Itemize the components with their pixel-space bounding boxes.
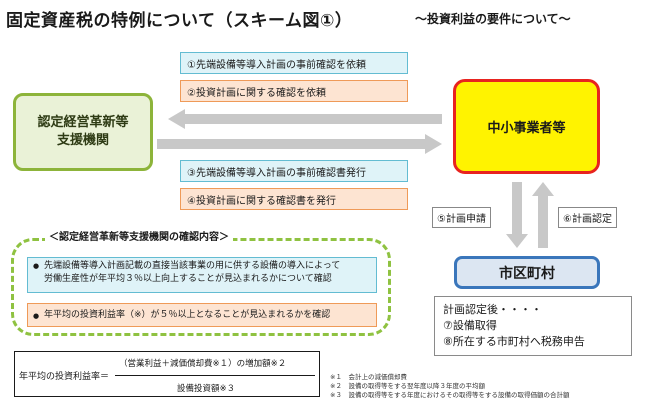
page-subtitle: ～投資利益の要件について～ bbox=[415, 12, 571, 26]
check-item-2-text: 年平均の投資利益率（※）が５％以上となることが見込まれるかを確認 bbox=[44, 309, 331, 320]
check-item-1-line-1: 先端設備等導入計画記載の直接当該事業の用に供する設備の導入によって bbox=[44, 261, 341, 271]
check-item-1-line-2: 労働生産性が年平均３％以上向上することが見込まれるかについて確認 bbox=[44, 274, 332, 284]
after-approval-line-1: 計画認定後・・・・ bbox=[443, 303, 542, 316]
check-item-productivity: 先端設備等導入計画記載の直接当該事業の用に供する設備の導入によって 労働生産性が… bbox=[27, 257, 377, 293]
step-3: ③先端設備等導入計画の事前確認書発行 bbox=[180, 160, 408, 182]
step-4: ④投資計画に関する確認書を発行 bbox=[180, 188, 408, 210]
after-approval-line-3: ⑧所在する市町村へ税務申告 bbox=[443, 335, 585, 348]
step-2: ②投資計画に関する確認を依頼 bbox=[180, 80, 408, 102]
arrow-left-upper bbox=[168, 109, 442, 129]
check-item-investment-return: 年平均の投資利益率（※）が５％以上となることが見込まれるかを確認 bbox=[27, 303, 377, 327]
formula-lhs: 年平均の投資利益率＝ bbox=[19, 372, 110, 382]
support-org-line-2: 支援機関 bbox=[56, 133, 109, 148]
formula-denominator: 設備投資額※３ bbox=[177, 384, 236, 394]
footnote-2: ※２ 設備の取得等をする翌年度以降３年度の平均額 bbox=[330, 382, 485, 390]
step-5-label: ⑤計画申請 bbox=[432, 207, 491, 228]
arrow-right-lower bbox=[157, 134, 442, 154]
arrow-down bbox=[506, 182, 528, 248]
sme-node: 中小事業者等 bbox=[453, 79, 600, 174]
formula-numerator: （営業利益＋減価償却費※１）の増加額※２ bbox=[119, 359, 287, 369]
step-1: ①先端設備等導入計画の事前確認を依頼 bbox=[180, 52, 408, 74]
after-approval-line-2: ⑦設備取得 bbox=[443, 319, 497, 332]
arrow-up bbox=[532, 182, 554, 248]
step-6-label: ⑥計画認定 bbox=[558, 207, 617, 228]
footnote-3: ※３ 設備の取得等をする年度におけるその取得等をする設備の取得価額の合計額 bbox=[330, 391, 570, 399]
check-section-label: ＜認定経営革新等支援機関の確認内容＞ bbox=[45, 228, 233, 243]
formula-box: 年平均の投資利益率＝ （営業利益＋減価償却費※１）の増加額※２ 設備投資額※３ bbox=[14, 351, 320, 397]
support-org-line-1: 認定経営革新等 bbox=[37, 115, 129, 131]
formula-fraction-line bbox=[115, 375, 315, 376]
after-approval-box: 計画認定後・・・・ ⑦設備取得 ⑧所在する市町村へ税務申告 bbox=[434, 296, 632, 356]
footnote-1: ※１ 会計上の減価償却費 bbox=[330, 373, 407, 381]
page-title: 固定資産税の特例について（スキーム図①） bbox=[6, 11, 353, 31]
city-node: 市区町村 bbox=[454, 256, 600, 289]
support-org-node: 認定経営革新等 支援機関 bbox=[13, 93, 153, 171]
